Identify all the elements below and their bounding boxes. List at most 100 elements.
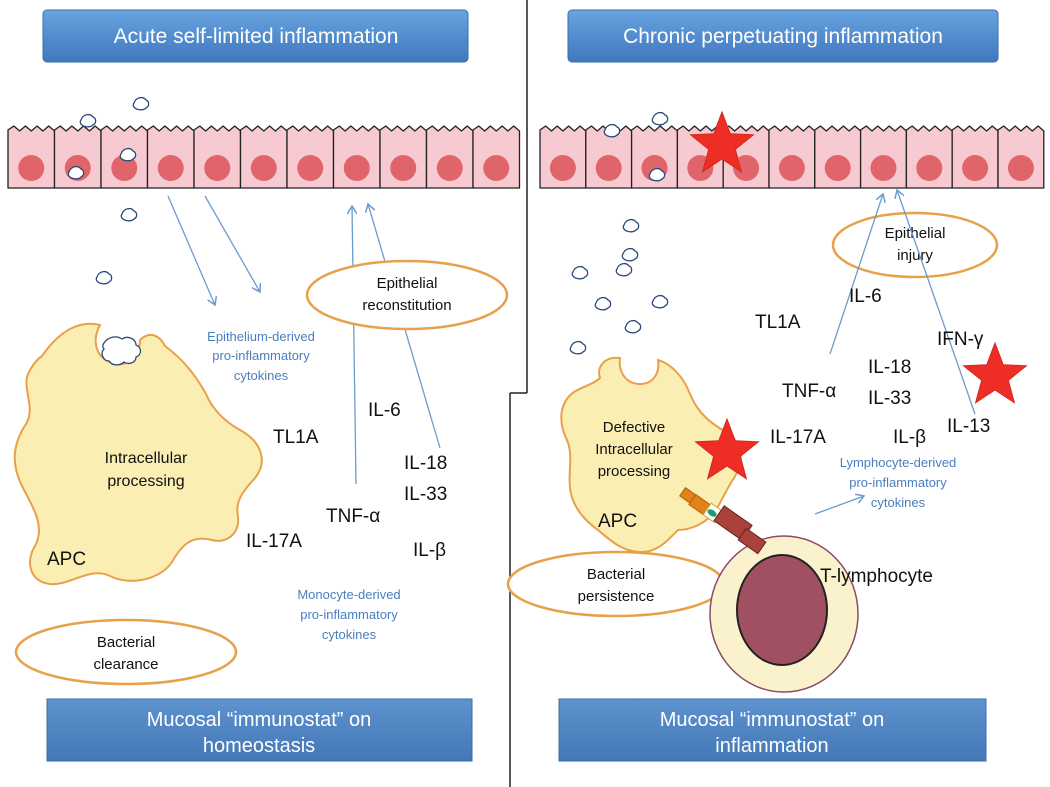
bacterial-clearance-line1: Bacterial [97,634,155,651]
right-epithelial-cell [768,125,816,189]
left-bacterium [95,270,113,285]
bacterial-persistence-oval [506,550,726,618]
monocyte-derived-line2: pro-inflammatory [300,607,398,622]
right-bacterium [615,262,633,277]
left-epithelial-cell [332,125,381,189]
left-title-box: Acute self-limited inflammation [42,9,469,63]
right-cell-nucleus [778,155,805,181]
right-footer-box: Mucosal “immunostat” on inflammation [558,698,987,762]
left-cell-nucleus [297,155,324,181]
right-footer-line1: Mucosal “immunostat” on [660,709,885,731]
right-epithelial-cell [539,125,587,189]
right-bacterium [651,111,669,126]
right-epithelial-cell [630,125,679,189]
epithelial-reconstitution-line2: reconstitution [362,297,451,314]
bacterial-persistence-line2: persistence [578,588,655,605]
epithelial-injury-line2: injury [897,247,933,264]
left-apc-inner-line2: processing [107,473,184,490]
left-arrow-down-1 [167,195,215,305]
right-il6: IL-6 [849,286,882,307]
right-title-box: Chronic perpetuating inflammation [567,9,999,63]
right-epithelial-cell [997,125,1045,189]
right-bacterium [569,340,587,355]
left-footer-box: Mucosal “immunostat” on homeostasis [46,698,473,762]
right-bacterium [621,247,639,262]
left-epithelial-cell [379,125,428,189]
right-arrow-lymphocyte [814,496,864,515]
left-tnfa: TNF-α [326,506,380,527]
left-epithelial-cell [472,125,521,189]
lymphocyte-derived-line2: pro-inflammatory [849,475,947,490]
left-il6: IL-6 [368,400,401,421]
right-bacterium [571,265,589,280]
bacterial-clearance-line2: clearance [93,656,158,673]
left-bacterium [119,147,137,162]
epithelial-reconstitution-line1: Epithelial [377,275,438,292]
left-ilb: IL-β [413,540,446,561]
right-arrow-up-1 [829,194,883,355]
left-apc-bacterium [101,336,142,366]
lymphocyte-derived-line1: Lymphocyte-derived [840,455,957,470]
monocyte-derived-line1: Monocyte-derived [297,587,400,602]
right-epithelial-cell [859,125,908,189]
bacterial-clearance-oval [14,618,238,686]
t-lymphocyte-nucleus [736,554,828,666]
left-footer-line2: homeostasis [203,735,315,757]
left-cell-nucleus [111,155,138,181]
left-arrow-up-1 [352,206,356,485]
left-cell-nucleus [390,155,417,181]
left-cell-nucleus [18,155,45,181]
left-epithelial-cell [193,125,242,189]
left-bacteria [67,96,150,285]
right-tnfa: TNF-α [782,381,836,402]
epithelial-injury-oval [831,211,999,279]
right-cell-nucleus [824,155,851,181]
right-cell-nucleus [733,155,760,181]
t-lymphocyte-label: T-lymphocyte [820,566,933,587]
right-apc-inner-line3: processing [598,463,671,480]
epithelium-derived-line1: Epithelium-derived [207,329,315,344]
right-tl1a: TL1A [755,312,801,333]
right-cell-nucleus [962,155,989,181]
left-bacterium [132,96,150,111]
epithelial-reconstitution-oval [305,259,509,331]
right-apc-label: APC [598,511,637,532]
left-cell-nucleus [436,155,463,181]
left-il17a: IL-17A [246,531,302,552]
epithelium-derived-line2: pro-inflammatory [212,348,310,363]
right-cell-nucleus [916,155,943,181]
left-cell-nucleus [343,155,370,181]
left-bacterium [67,165,85,180]
right-il18: IL-18 [868,357,911,378]
right-epithelial-cell [951,125,999,189]
left-cell-nucleus [157,155,184,181]
left-cell-nucleus [483,155,510,181]
right-il13: IL-13 [947,416,990,437]
left-epithelial-cell [7,125,56,189]
damage-star-epithelium [689,110,755,173]
immune-synapse [679,487,767,555]
left-tl1a: TL1A [273,427,319,448]
left-epithelium [7,125,521,189]
right-epithelial-cell [905,125,953,189]
left-cell-nucleus [204,155,231,181]
left-il33: IL-33 [404,484,447,505]
right-il17a: IL-17A [770,427,826,448]
lymphocyte-derived-line3: cytokines [871,495,926,510]
right-ifng: IFN-γ [937,329,984,350]
left-arrow-down-2 [204,195,260,292]
right-ilb: IL-β [893,427,926,448]
left-epithelial-cell [239,125,288,189]
right-bacterium [594,296,612,311]
left-cell-nucleus [250,155,277,181]
right-bacterium [648,167,666,182]
right-cell-nucleus [549,155,576,181]
left-epithelial-cell [146,125,195,189]
left-title: Acute self-limited inflammation [114,25,399,48]
left-epithelial-cell [286,125,335,189]
monocyte-derived-line3: cytokines [322,627,377,642]
left-apc-cell [13,322,263,586]
right-bacterium [624,319,642,334]
left-apc-label: APC [47,549,86,570]
